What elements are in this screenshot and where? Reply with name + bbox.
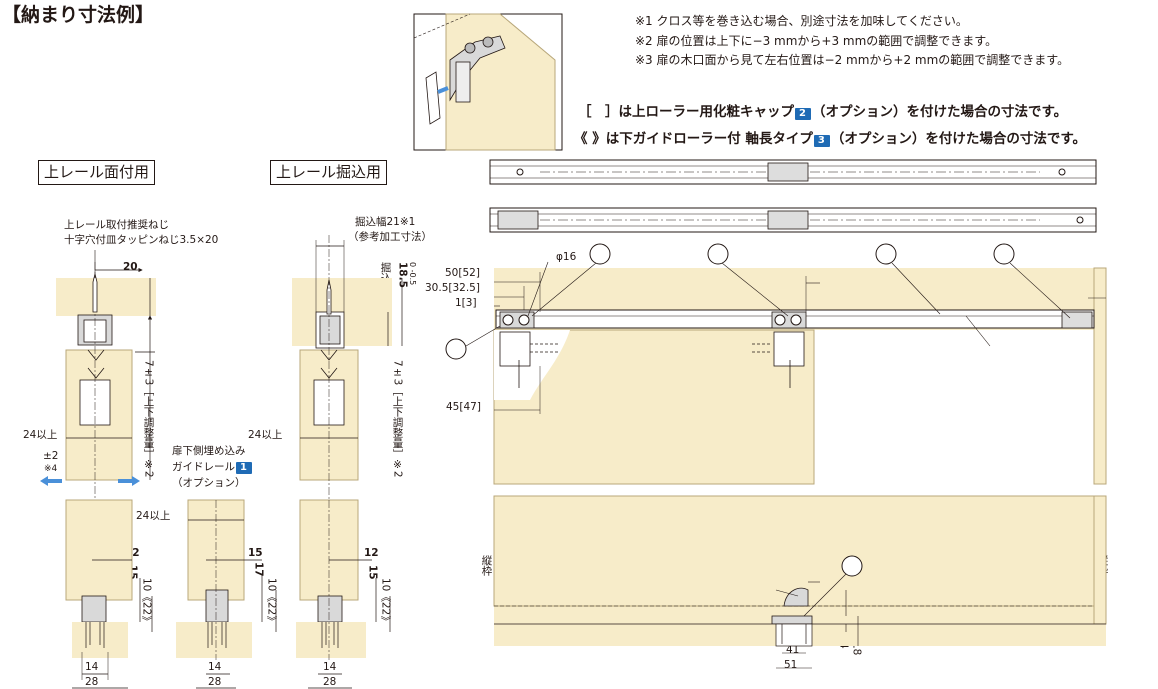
callout-1: 1 xyxy=(882,247,891,262)
screw-label-2: 十字穴付皿タッピンねじ3.5×20 xyxy=(64,234,219,246)
dim-10-22-b: 10《22》 xyxy=(265,578,278,626)
option-badge: 2 xyxy=(795,108,811,120)
min24-mid: 24以上 xyxy=(248,429,283,441)
dim-phi16: φ16 xyxy=(556,251,577,263)
page-title: 【納まり寸法例】 xyxy=(2,4,155,26)
dim-30-5: 30.5[32.5] xyxy=(425,282,480,294)
top-rail-plan-1 xyxy=(489,159,1097,185)
rail-hole-label-2: φ4.8穴φ7.8皿 xyxy=(986,357,1055,369)
callout-3-a: 3 xyxy=(1000,247,1009,262)
recess-tol-plus: 0 xyxy=(408,262,417,268)
inset-label: 上ローラー用 化粧キャップ （オプション） xyxy=(484,100,558,143)
callout-4: 4 xyxy=(848,559,857,574)
dim-1-2: 1.2 xyxy=(372,312,385,329)
dim-50-52-left: 50[52] xyxy=(445,267,480,279)
dim-12-a: 12 xyxy=(125,547,140,559)
screw-label-1: 上レール取付推奨ねじ xyxy=(64,219,169,231)
dim-15-c: 15 xyxy=(366,565,379,580)
section-label-surface: 上レール面付用 xyxy=(38,160,156,185)
callout-2-a: 2 xyxy=(596,247,605,262)
note-3: ※3 扉の木口面から見て左右位置は−2 mmから+2 mmの範囲で調整できます。 xyxy=(635,54,1069,66)
note-mark: ※2 xyxy=(635,34,653,48)
recess-tolerance: 0 -0.5 xyxy=(408,262,417,286)
dim-50-52-right: 50[52] xyxy=(822,275,857,287)
note-text: 扉の位置は上下に−3 mmから+3 mmの範囲で調整できます。 xyxy=(656,34,998,48)
right-arrow-icon xyxy=(118,476,140,486)
option-note-suffix: （オプション）を付けた場合の寸法です。 xyxy=(830,131,1087,147)
note-1: ※1 クロス等を巻き込む場合、別途寸法を加味してください。 xyxy=(635,15,968,27)
rail-hole-label-1: 上レール取付用穴 xyxy=(986,341,1070,353)
frame-label-left: 縦枠 xyxy=(480,555,493,576)
dim-17-right: 17 xyxy=(820,573,834,585)
dim-10-22-c: 10《22》 xyxy=(379,578,392,626)
dim-15-b: 15 xyxy=(248,547,263,559)
min24-left: 24以上 xyxy=(23,429,58,441)
option-note-prefix: 《 》は下ガイドローラー付 軸長タイプ xyxy=(574,131,813,147)
dim-14-right: 14 xyxy=(836,588,849,602)
dim-4: 4 xyxy=(837,642,850,649)
dim-14-a: 14 xyxy=(85,661,99,673)
recess-label-2: （参考加工寸法） xyxy=(348,231,432,243)
dim-20: 20 xyxy=(123,261,138,273)
door-back-label: 戸尻側 xyxy=(1058,629,1090,641)
note-mark: ※3 xyxy=(635,53,653,67)
guide-label-3: （オプション） xyxy=(172,477,246,489)
dim-51: 51 xyxy=(784,659,798,671)
inset-label-line: （オプション） xyxy=(484,129,558,142)
callout-2-b: 2 xyxy=(714,247,723,262)
recess-label-1: 掘込幅21※1 xyxy=(355,216,416,228)
recess-depth-value: 18.5 xyxy=(396,262,409,288)
section-surface xyxy=(40,250,156,689)
inset-label-line: 化粧キャップ xyxy=(489,115,553,128)
pm2-label: ±2 xyxy=(43,450,59,462)
dim-41: 41 xyxy=(786,644,800,656)
front-elevation xyxy=(445,243,1107,669)
dim-14-b: 14 xyxy=(208,661,222,673)
adjust-label-left: 7±3［上下調整量］※2 xyxy=(142,360,155,478)
frame-label-right: 縦枠 xyxy=(1096,555,1109,576)
option-badge: 3 xyxy=(813,135,830,147)
adjust-label-right: 7±3［上下調整量］※2 xyxy=(391,360,404,478)
dim-19-5: 19.5 xyxy=(140,282,153,306)
dim-28-c: 28 xyxy=(323,676,337,688)
dim-phi11-5: φ11.5 xyxy=(749,583,780,595)
dim-45-47: 45[47] xyxy=(446,401,481,413)
section-guide-rail xyxy=(176,499,277,689)
note-2: ※2 扉の位置は上下に−3 mmから+3 mmの範囲で調整できます。 xyxy=(635,35,997,47)
callout-3-b: 3 xyxy=(452,342,461,357)
inset-label-line: 上ローラー用 xyxy=(489,101,553,113)
guide-label-text: ガイドレール xyxy=(172,461,235,473)
note-text: クロス等を巻き込む場合、別途寸法を加味してください。 xyxy=(656,14,968,28)
note-mark: ※1 xyxy=(635,14,653,28)
option-note-prefix: ［ ］は上ローラー用化粧キャップ xyxy=(578,104,794,120)
dim-14-c: 14 xyxy=(323,661,337,673)
section-label-recessed: 上レール掘込用 xyxy=(270,160,388,185)
recess-depth-label: 掘込深さ xyxy=(379,262,392,304)
dim-18: 18 xyxy=(850,642,863,656)
option-note-suffix: （オプション）を付けた場合の寸法です。 xyxy=(811,104,1068,120)
dim-15-a: 15 xyxy=(126,565,139,580)
mark4-label: ※4 xyxy=(44,464,58,474)
top-rail-plan-2 xyxy=(489,207,1097,233)
recess-tol-minus: -0.5 xyxy=(408,269,417,286)
guide-label-1: 扉下側埋め込み xyxy=(172,445,246,457)
recess-depth-number: 18.5 xyxy=(396,262,409,288)
dim-17-b: 17 xyxy=(252,562,265,577)
dim-10-22-a: 10《22》 xyxy=(140,578,153,626)
left-arrow-icon xyxy=(40,476,62,486)
dim-28-b: 28 xyxy=(208,676,222,688)
dim-1-3-left: 1[3] xyxy=(455,297,477,309)
note-text: 扉の木口面から見て左右位置は−2 mmから+2 mmの範囲で調整できます。 xyxy=(656,53,1070,67)
dim-28-a: 28 xyxy=(85,676,99,688)
guide-badge: 1 xyxy=(236,462,252,474)
min24-bottom: 24以上 xyxy=(136,510,171,522)
dim-12-c: 12 xyxy=(364,547,379,559)
dim-1-3-right: 1[3] xyxy=(1067,292,1089,304)
door-front-label: 戸先側 xyxy=(498,629,530,641)
